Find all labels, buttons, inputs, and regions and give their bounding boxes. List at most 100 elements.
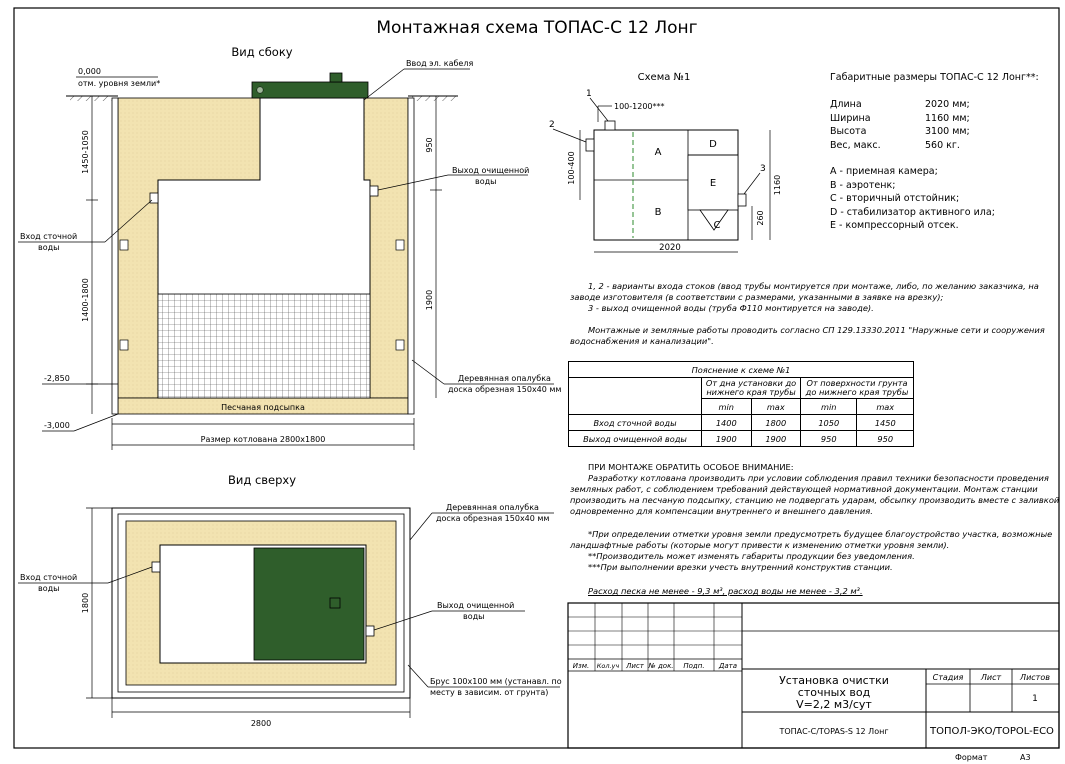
- legend-b: В - аэротенк;: [830, 180, 895, 191]
- dim-top-right: 950: [425, 137, 434, 152]
- note-3a: Монтажные и земляные работы проводить со…: [588, 325, 1045, 335]
- attention-line-1: Разработку котлована производить при усл…: [588, 473, 1049, 483]
- inlet-label-1: Вход сточной: [20, 232, 77, 241]
- chamber-a: A: [655, 147, 662, 158]
- scheme-n3: 3: [760, 164, 766, 174]
- page-title: Монтажная схема ТОПАС-С 12 Лонг: [376, 18, 697, 38]
- side-view-title: Вид сбоку: [231, 45, 292, 59]
- stamp-col-izm: Изм.: [573, 662, 589, 670]
- table-cell: 1050: [799, 414, 858, 431]
- legend-a: А - приемная камера;: [830, 166, 938, 177]
- level-a: -2,850: [44, 374, 70, 383]
- stamp-sheet: Лист: [980, 673, 1002, 682]
- dims-title: Габаритные размеры ТОПАС-С 12 Лонг**:: [830, 72, 1039, 83]
- chamber-c: C: [714, 220, 721, 231]
- top-station-lid: [253, 547, 365, 661]
- station-insulation: [157, 293, 371, 399]
- pit-size-label: Размер котлована 2800x1800: [201, 435, 326, 444]
- table-corner: [568, 377, 702, 415]
- ground-level-label: отм. уровня земли*: [78, 79, 160, 88]
- scheme-n2: 2: [549, 120, 555, 130]
- dim-row-height-value: 3100 мм;: [925, 126, 970, 137]
- note-3b: водоснабжения и канализации".: [570, 336, 714, 346]
- title-block-text: Изм. Кол.уч Лист № док. Подп. Дата Устан…: [573, 662, 1054, 762]
- stamp-product: ТОПАС-С/TOPAS-S 12 Лонг: [778, 727, 888, 736]
- footnote-1b: ландшафтные работы (которые могут привес…: [570, 540, 950, 550]
- footnote-1a: *При определении отметки уровня земли пр…: [588, 529, 1053, 539]
- note-1a: 1, 2 - варианты входа стоков (ввод трубы…: [588, 281, 1039, 291]
- table-header-ground: От поверхности грунта до нижнего края тр…: [800, 377, 914, 399]
- dim-row-length-value: 2020 мм;: [925, 99, 970, 110]
- dim-row-width-value: 1160 мм;: [925, 113, 970, 124]
- chamber-b: B: [655, 207, 662, 218]
- attention-title: ПРИ МОНТАЖЕ ОБРАТИТЬ ОСОБОЕ ВНИМАНИЕ:: [588, 462, 794, 472]
- footnote-3: ***При выполнении врезки учесть внутренн…: [588, 562, 893, 572]
- notes-norms: Монтажные и земляные работы проводить со…: [570, 325, 1045, 347]
- scheme-dim-left: 100-400: [567, 151, 576, 184]
- stamp-col-list: Лист: [625, 662, 645, 670]
- outlet-pipe: [369, 185, 379, 197]
- level-b: -3,000: [44, 421, 70, 430]
- table-row-label: Вход сточной воды: [568, 414, 702, 431]
- legend-c: С - вторичный отстойник;: [830, 193, 959, 204]
- dim-mid-left: 1400-1800: [81, 278, 90, 322]
- explanation-table: Пояснение к схеме №1 От дна установки до…: [568, 361, 914, 447]
- dim-row-weight-value: 560 кг.: [925, 140, 960, 151]
- note-2: 3 - выход очищенной воды (труба Ф110 мон…: [588, 303, 874, 313]
- ground-level-value: 0,000: [78, 67, 101, 76]
- scheme-dim-small: 260: [756, 210, 765, 225]
- scheme-1: Схема №1 A B C D E 1 2 3 100-1200*** 100…: [549, 72, 782, 253]
- stamp-sheets-value: 1: [1032, 694, 1038, 704]
- scheme-title: Схема №1: [638, 72, 691, 83]
- dim-top-left: 1450-1050: [81, 130, 90, 174]
- top-dim-left: 1800: [81, 593, 90, 613]
- scheme-dim-bottom: 2020: [659, 243, 681, 253]
- table-header-bottom: От дна установки до нижнего края трубы: [701, 377, 801, 399]
- inlet-pipe: [149, 192, 159, 204]
- sheet-frame: [13, 7, 1060, 749]
- title-block: [567, 602, 1060, 749]
- table-cell: 1450: [856, 414, 914, 431]
- station-lid: [251, 81, 369, 99]
- dim-mid-right: 1900: [425, 290, 434, 310]
- outlet-label-2: воды: [475, 177, 496, 186]
- table-cell: 1900: [750, 430, 801, 447]
- top-formwork-2: доска обрезная 150x40 мм: [436, 514, 549, 523]
- dimensions-block: Габаритные размеры ТОПАС-С 12 Лонг**: Дл…: [830, 72, 1039, 231]
- stamp-name-1: Установка очистки: [779, 674, 889, 687]
- stamp-col-kol: Кол.уч: [597, 662, 620, 670]
- top-inlet-2: воды: [38, 584, 59, 593]
- top-formwork-1: Деревянная опалубка: [446, 503, 539, 512]
- beam-label-1: Брус 100x100 мм (устанавл. по: [430, 677, 562, 686]
- chamber-d: D: [709, 139, 717, 150]
- inlet-label-2: воды: [38, 243, 59, 252]
- table-row: Вход сточной воды 1400 1800 1050 1450: [568, 414, 914, 431]
- stamp-name-2: сточных вод: [798, 686, 871, 699]
- note-1b: заводе изготовителя (в соответствии с ра…: [570, 292, 944, 302]
- scheme-dim-top: 100-1200***: [614, 102, 665, 111]
- notes-variants: 1, 2 - варианты входа стоков (ввод трубы…: [570, 281, 1039, 314]
- top-outlet-2: воды: [463, 612, 484, 621]
- chamber-e: E: [710, 178, 716, 189]
- format-label: Формат: [955, 753, 988, 762]
- stamp-company: ТОПОЛ-ЭКО/TOPOL-ECO: [929, 726, 1054, 737]
- stamp-sheets: Листов: [1019, 673, 1050, 682]
- attention-line-3: производить на песчаную подсыпку, станци…: [570, 495, 1060, 505]
- table-caption: Пояснение к схеме №1: [568, 361, 914, 378]
- sand-bed-label: Песчаная подсыпка: [221, 403, 305, 412]
- top-inlet-1: Вход сточной: [20, 573, 77, 582]
- stamp-stage: Стадия: [933, 673, 964, 682]
- top-inlet-pipe: [151, 561, 161, 573]
- footnote-2: **Производитель может изменять габариты …: [588, 551, 915, 561]
- table-cell: 950: [799, 430, 858, 447]
- table-cell: 1400: [701, 414, 752, 431]
- scheme-n1: 1: [586, 89, 592, 99]
- cable-label: Ввод эл. кабеля: [406, 59, 473, 68]
- table-max-2: max: [856, 398, 914, 415]
- table-cell: 1900: [701, 430, 752, 447]
- dim-row-length-key: Длина: [830, 99, 862, 110]
- legend-e: Е - компрессорный отсек.: [830, 220, 959, 231]
- attention-block: ПРИ МОНТАЖЕ ОБРАТИТЬ ОСОБОЕ ВНИМАНИЕ: Ра…: [570, 462, 1059, 517]
- table-row-label: Выход очищенной воды: [568, 430, 702, 447]
